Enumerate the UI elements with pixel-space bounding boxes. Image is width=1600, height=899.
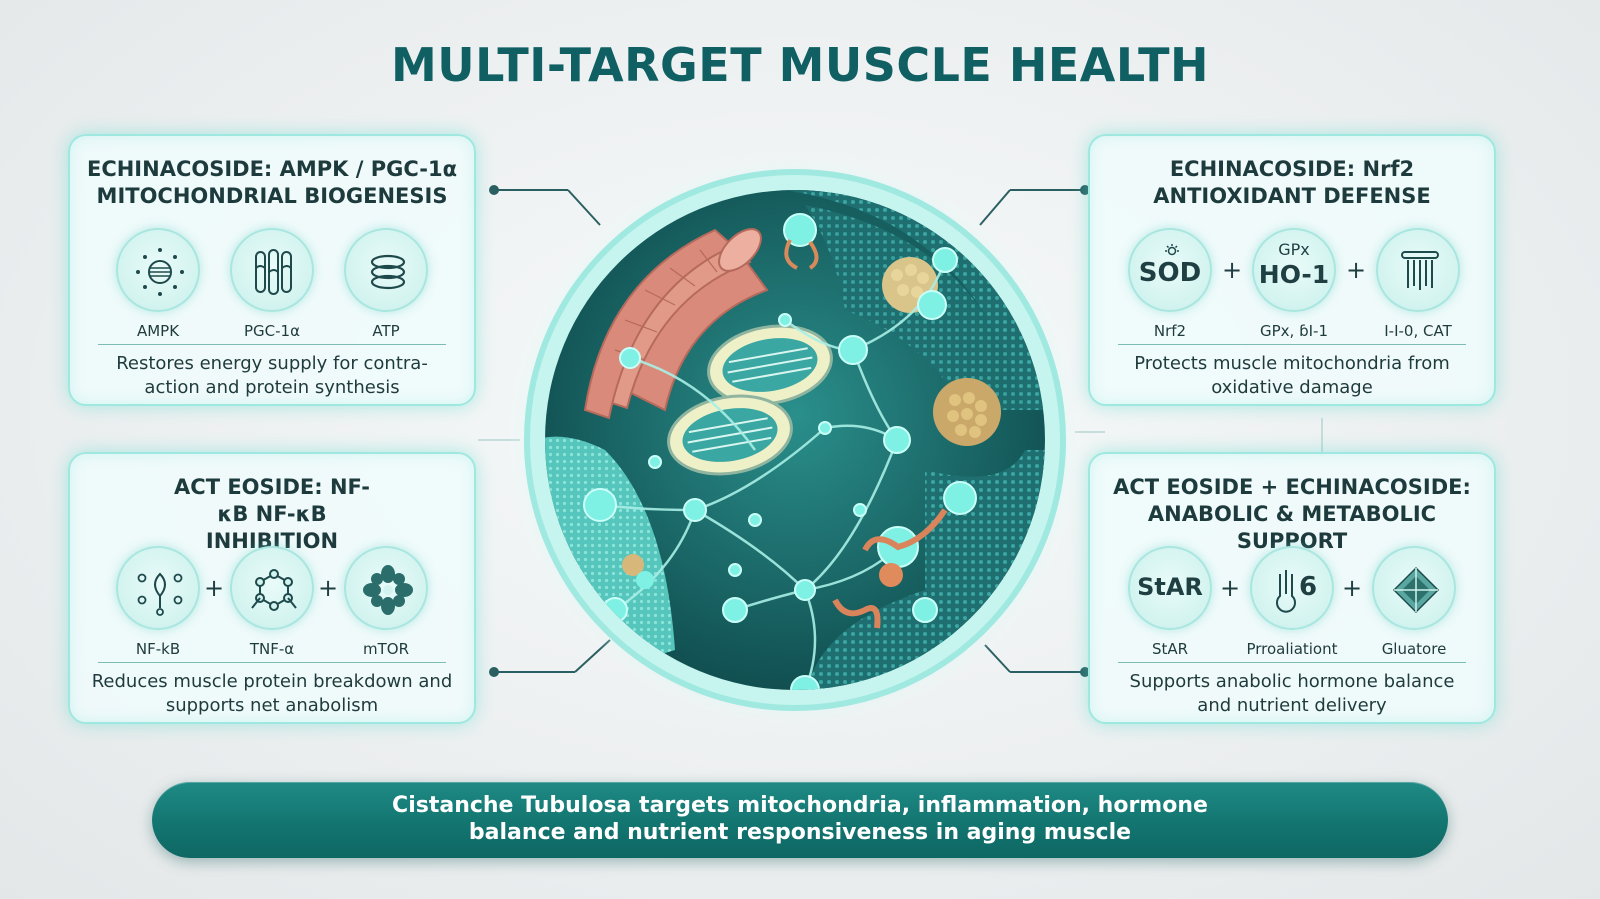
panel-title: ACT EOSIDE + ECHINACOSIDE: ANABOLIC & ME… (1113, 475, 1471, 553)
plus-sign: + (1342, 574, 1363, 602)
ho1-text: HO-1 (1258, 260, 1330, 289)
panel-description: Supports anabolic hormone balance and nu… (1129, 671, 1455, 716)
tnf-network-icon (230, 546, 314, 630)
divider (98, 662, 446, 663)
label-atp: ATP (372, 322, 400, 340)
nfkb-leaf-icon (116, 546, 200, 630)
label-gluatore: Gluatore (1381, 640, 1447, 658)
panel-title: ACT EOSIDE: NF-κB NF-κB INHIBITION (174, 475, 370, 553)
thermometer-6-icon: 6 (1250, 546, 1334, 630)
label-pgc1a: PGC-1α (244, 322, 300, 340)
six-text: 6 (1298, 572, 1318, 602)
divider (1118, 662, 1466, 663)
summary-banner: Cistanche Tubulosa targets mitochondria,… (152, 782, 1448, 858)
star-text-icon: StAR (1128, 546, 1212, 630)
plus-sign: + (204, 574, 225, 602)
plus-sign: + (1222, 256, 1243, 284)
label-tnfa: TNF-α (249, 640, 295, 658)
sod-icon: SOD (1128, 228, 1212, 312)
sun-burst-icon (116, 228, 200, 312)
panel-description: Reduces muscle protein breakdown and sup… (91, 671, 453, 716)
panel-title: ECHINACOSIDE: Nrf2 ANTIOXIDANT DEFENSE (1153, 157, 1431, 208)
page-title: MULTI-TARGET MUSCLE HEALTH (391, 38, 1209, 92)
panel-description: Restores energy supply for contra- actio… (116, 353, 428, 398)
panel-antioxidant-defense: ECHINACOSIDE: Nrf2 ANTIOXIDANT DEFENSE S… (1088, 134, 1496, 406)
plus-sign: + (1220, 574, 1241, 602)
label-star: StAR (1151, 640, 1189, 658)
sod-text: SOD (1138, 258, 1202, 288)
star-text: StAR (1137, 573, 1203, 601)
divider (98, 344, 446, 345)
label-gpx: GPx, ɓI-1 (1260, 322, 1328, 340)
atp-coil-icon (344, 228, 428, 312)
gpx-ho1-icon: GPx HO-1 (1252, 228, 1336, 312)
mtor-cluster-icon (344, 546, 428, 630)
panel-title: ECHINACOSIDE: AMPK / PGC-1α MITOCHONDRIA… (86, 157, 458, 208)
catalase-icon (1376, 228, 1460, 312)
panel-anabolic-metabolic-support: ACT EOSIDE + ECHINACOSIDE: ANABOLIC & ME… (1088, 452, 1496, 724)
label-nfkb: NF-kB (135, 640, 181, 658)
divider (1118, 344, 1466, 345)
plus-sign: + (318, 574, 339, 602)
panel-nfkb-inhibition: ACT EOSIDE: NF-κB NF-κB INHIBITION + (68, 452, 476, 724)
plus-sign: + (1346, 256, 1367, 284)
label-ampk: AMPK (136, 322, 180, 340)
label-mtor: mTOR (362, 640, 409, 658)
gpx-text: GPx (1278, 240, 1310, 259)
label-cat: I-I-0, CAT (1384, 322, 1452, 340)
summary-text: Cistanche Tubulosa targets mitochondria,… (392, 793, 1208, 845)
muscle-cell-illustration (505, 150, 1085, 730)
panel-mitochondrial-biogenesis: ECHINACOSIDE: AMPK / PGC-1α MITOCHONDRIA… (68, 134, 476, 406)
mitochondria-icon (230, 228, 314, 312)
glucose-diamond-icon (1372, 546, 1456, 630)
label-nrf2: Nrf2 (1153, 322, 1187, 340)
panel-description: Protects muscle mitochondria from oxidat… (1134, 353, 1450, 398)
label-prroaliationt: Prroaliationt (1246, 640, 1338, 658)
